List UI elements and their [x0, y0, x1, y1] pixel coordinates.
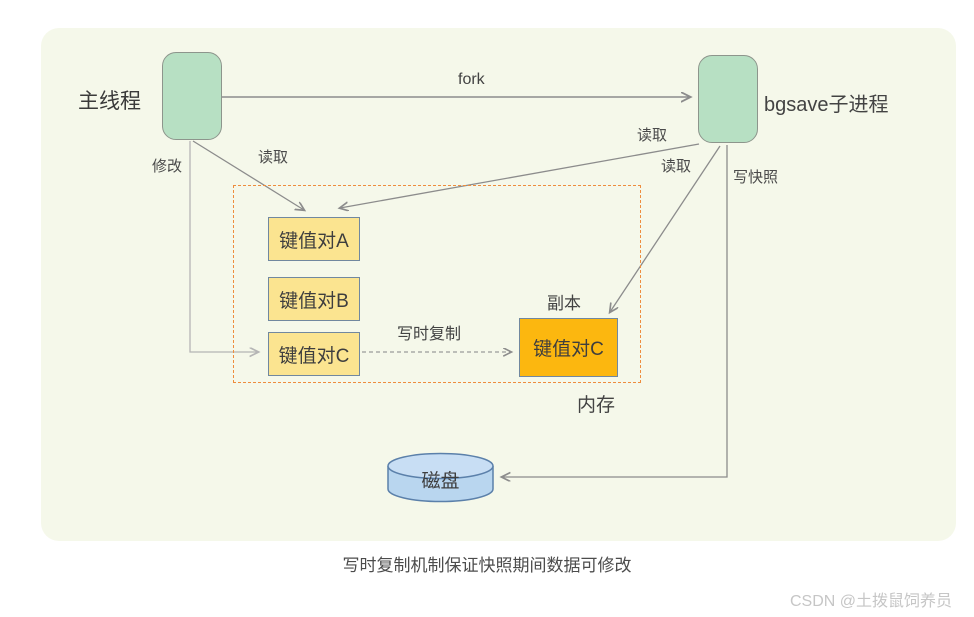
kv-pair-b-label: 键值对B	[279, 290, 349, 312]
kv-pair-a: 键值对A	[268, 217, 360, 261]
main-thread-label: 主线程	[78, 90, 141, 113]
write-snapshot-label: 写快照	[733, 169, 779, 186]
bgsave-label: bgsave子进程	[764, 94, 889, 116]
main-thread-node	[162, 52, 222, 140]
kv-pair-c-copy-label: 键值对C	[533, 339, 604, 360]
copy-on-write-label: 写时复制	[397, 326, 462, 343]
read-label-bgsave-1: 读取	[637, 127, 668, 144]
diagram-caption: 写时复制机制保证快照期间数据可修改	[342, 556, 632, 575]
read-label-bgsave-2: 读取	[661, 158, 692, 175]
kv-pair-c: 键值对C	[268, 332, 360, 376]
memory-region	[233, 185, 641, 383]
fork-label: fork	[458, 71, 485, 88]
read-label-main: 读取	[258, 149, 289, 166]
memory-label: 内存	[577, 395, 616, 416]
disk-label: 磁盘	[421, 471, 460, 492]
kv-pair-c-label: 键值对C	[278, 345, 350, 367]
kv-pair-c-copy: 键值对C	[519, 318, 618, 377]
kv-pair-a-label: 键值对A	[279, 230, 349, 252]
watermark: CSDN @土拨鼠饲养员	[789, 593, 952, 610]
bgsave-node	[698, 55, 758, 143]
modify-label: 修改	[152, 158, 183, 175]
kv-pair-b: 键值对B	[268, 277, 360, 321]
copy-tag-label: 副本	[547, 294, 581, 313]
